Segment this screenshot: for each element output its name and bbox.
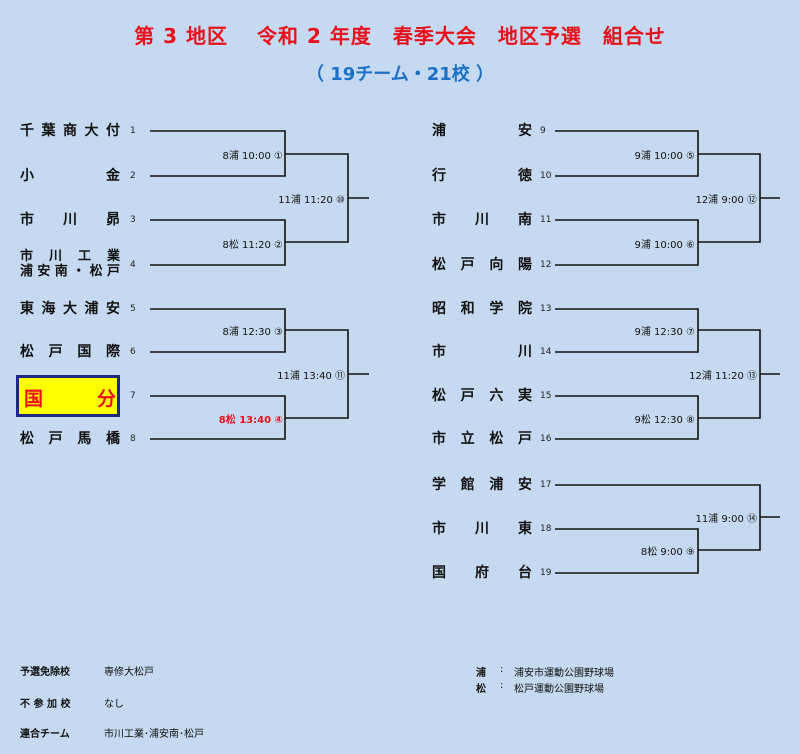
page-subtitle: （ 19チーム・21校 ） <box>305 64 495 85</box>
venue-sep: : <box>500 680 504 691</box>
seed-number: 9 <box>540 126 546 136</box>
combined-value: 市川工業･浦安南･松戸 <box>104 729 204 740</box>
match-label: 8浦 10:00 ① <box>222 151 283 162</box>
match-label: 8浦 12:30 ③ <box>222 327 283 338</box>
venue-name: 浦安市運動公園野球場 <box>514 668 614 679</box>
team-name: 行徳 <box>432 168 532 184</box>
seed-number: 17 <box>540 480 552 490</box>
combined-label: 連合チーム <box>20 729 70 740</box>
exempt-value: 専修大松戸 <box>104 667 154 678</box>
venue-key: 浦 <box>476 668 486 679</box>
exempt-label: 予選免除校 <box>20 667 70 678</box>
team-name: 市川昴 <box>20 212 120 228</box>
team-name-highlighted: 国分 <box>24 388 116 410</box>
match-label: 9浦 12:30 ⑦ <box>634 327 695 338</box>
team-name: 市立松戸 <box>432 431 532 447</box>
seed-number: 14 <box>540 347 552 357</box>
absent-label: 不 参 加 校 <box>20 699 71 710</box>
match-label: 11浦 13:40 ⑪ <box>277 371 345 382</box>
match-label: 12浦 11:20 ⑬ <box>689 371 757 382</box>
team-name: 松戸国際 <box>20 344 120 360</box>
match-label: 11浦 9:00 ⑭ <box>695 514 757 525</box>
match-label: 12浦 9:00 ⑫ <box>695 195 757 206</box>
match-label: 9浦 10:00 ⑤ <box>634 151 695 162</box>
team-name: 市川 <box>432 344 532 360</box>
team-name: 松戸六実 <box>432 388 532 404</box>
seed-number: 8 <box>130 434 136 444</box>
highlight-box <box>16 375 120 417</box>
match-label: 9浦 10:00 ⑥ <box>634 240 695 251</box>
absent-value: なし <box>104 699 124 710</box>
seed-number: 7 <box>130 391 136 401</box>
team-name: 市川東 <box>432 521 532 537</box>
seed-number: 6 <box>130 347 136 357</box>
seed-number: 16 <box>540 434 552 444</box>
seed-number: 1 <box>130 126 136 136</box>
team-name: 浦安 <box>432 123 532 139</box>
venue-key: 松 <box>476 684 486 695</box>
match-label: 8松 9:00 ⑨ <box>640 547 695 558</box>
seed-number: 12 <box>540 260 552 270</box>
team-name: 松戸馬橋 <box>20 431 120 447</box>
seed-number: 2 <box>130 171 136 181</box>
venue-name: 松戸運動公園野球場 <box>514 684 604 695</box>
match-label: 9松 12:30 ⑧ <box>634 415 695 426</box>
team-name: 市川南 <box>432 212 532 228</box>
team-name: 学館浦安 <box>432 477 532 493</box>
seed-number: 11 <box>540 215 552 225</box>
team-name: 国府台 <box>432 565 532 581</box>
seed-number: 18 <box>540 524 552 534</box>
match-label-highlighted: 8松 13:40 ④ <box>218 415 283 426</box>
team-name: 千葉商大付 <box>20 123 120 139</box>
seed-number: 3 <box>130 215 136 225</box>
match-label: 8松 11:20 ② <box>222 240 283 251</box>
team-name: 市川工業 <box>20 249 120 264</box>
seed-number: 15 <box>540 391 552 401</box>
match-label: 11浦 11:20 ⑩ <box>278 195 345 206</box>
team-name-line2: 浦安南・松戸 <box>20 264 120 279</box>
bracket-line <box>555 528 699 574</box>
team-name: 小金 <box>20 168 120 184</box>
venue-sep: : <box>500 664 504 675</box>
seed-number: 10 <box>540 171 552 181</box>
seed-number: 5 <box>130 304 136 314</box>
seed-number: 19 <box>540 568 552 578</box>
team-name: 松戸向陽 <box>432 257 532 273</box>
page-title: 第 3 地区 令和 2 年度 春季大会 地区予選 組合せ <box>134 24 666 48</box>
team-name: 昭和学院 <box>432 301 532 317</box>
team-name: 東海大浦安 <box>20 301 120 317</box>
seed-number: 13 <box>540 304 552 314</box>
seed-number: 4 <box>130 260 136 270</box>
